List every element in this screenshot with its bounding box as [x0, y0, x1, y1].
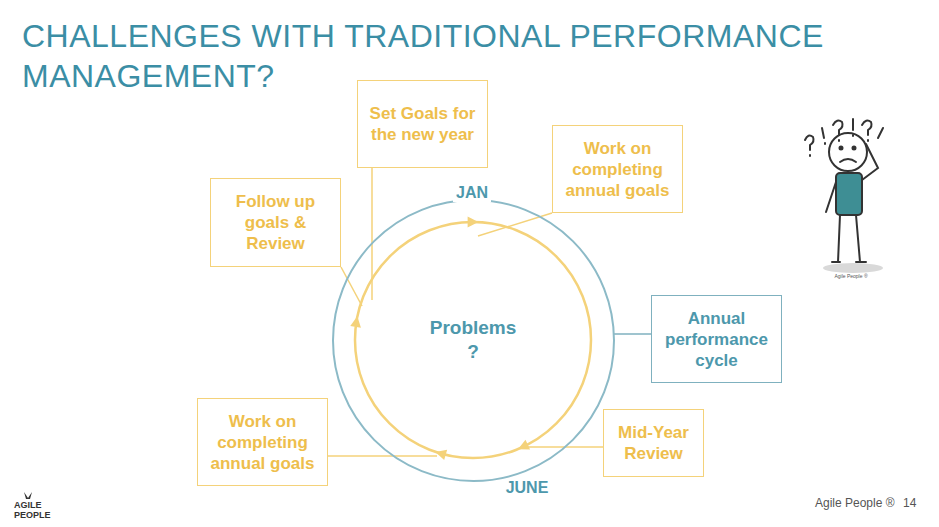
goal-box: Work on completing annual goals [197, 398, 328, 486]
leader-line [371, 168, 373, 300]
leader-line [341, 267, 362, 306]
cycle-ring [355, 222, 591, 458]
box-text: Set Goals for the new year [358, 103, 487, 145]
month-marker: JAN [453, 184, 491, 202]
leader-line [522, 446, 603, 448]
cycle-arrowhead [468, 217, 479, 228]
goal-box: Set Goals for the new year [357, 80, 488, 168]
cycle-box: Annual performance cycle [651, 295, 782, 383]
review-box: Mid-Year Review [603, 409, 704, 477]
footer-brand: Agile People ® [815, 496, 895, 510]
goal-box: Work on completing annual goals [552, 125, 683, 213]
cycle-arrowhead [435, 450, 447, 460]
figure-credit: Agile People ® [834, 273, 867, 280]
cycle-arrowhead [518, 440, 530, 450]
logo-mark [24, 492, 32, 499]
box-text: Annual performance cycle [652, 308, 781, 371]
review-box: Follow up goals & Review [210, 178, 341, 267]
logo-text: AGILE PEOPLE [14, 500, 62, 520]
confused-figure [805, 119, 883, 273]
box-text: Mid-Year Review [604, 422, 703, 464]
center-question: Problems ? [423, 316, 523, 364]
page-number: 14 [903, 496, 916, 510]
cycle-circle: Problems ? [332, 199, 615, 482]
box-text: Work on completing annual goals [553, 138, 682, 201]
leader-line [328, 455, 437, 457]
month-marker: JUNE [503, 479, 552, 497]
leader-line [613, 333, 651, 335]
leader-line [478, 213, 552, 236]
box-text: Work on completing annual goals [198, 411, 327, 474]
cycle-arrowhead [350, 316, 361, 328]
cycle-arrowheads [350, 217, 530, 461]
box-text: Follow up goals & Review [211, 191, 340, 254]
